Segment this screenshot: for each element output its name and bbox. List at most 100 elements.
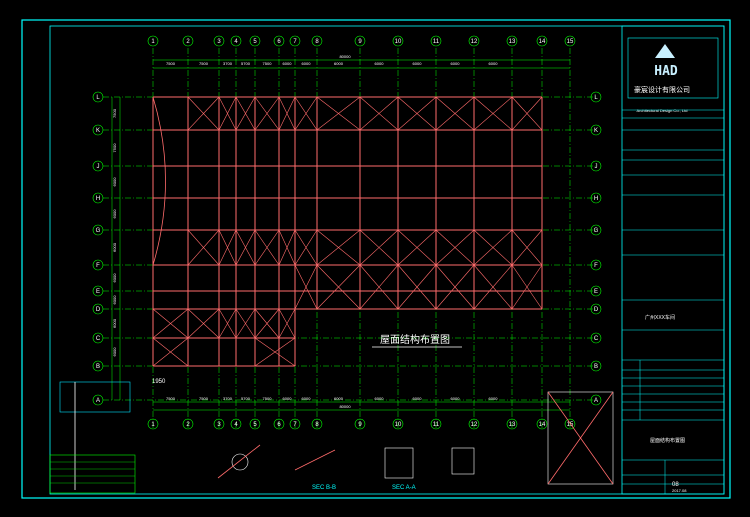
col-axis-bubble	[564, 35, 576, 47]
left-dim-text: 7500	[112, 108, 117, 118]
x-brace	[473, 264, 513, 310]
row-axis-bubble	[590, 332, 602, 344]
col-axis-bubble	[182, 35, 194, 47]
bottom-dim-text: 6000	[334, 396, 344, 401]
col-axis-bubble	[468, 418, 480, 430]
col-axis-bubble	[249, 35, 261, 47]
x-brace	[278, 308, 296, 339]
row-axis-label: E	[96, 289, 100, 295]
x-brace	[235, 96, 256, 131]
x-brace	[473, 229, 513, 266]
row-axis-bubble	[590, 124, 602, 136]
row-axis-bubble	[92, 192, 104, 204]
left-dim-text: 6000	[112, 177, 117, 187]
bottom-dim-text: 6000	[451, 396, 461, 401]
row-axis-bubble	[590, 160, 602, 172]
bottom-dim-text: 6000	[375, 396, 385, 401]
row-axis-bubble	[590, 192, 602, 204]
col-axis-label: 15	[567, 39, 574, 45]
top-dim-text: 6000	[334, 61, 344, 66]
left-dim-text: 6000	[112, 318, 117, 328]
row-axis-label: D	[594, 307, 599, 313]
title-block-drawing-name: 屋面结构布置图	[650, 437, 685, 444]
x-brace	[435, 229, 475, 266]
row-axis-bubble	[590, 303, 602, 315]
x-brace	[511, 264, 543, 310]
x-brace	[187, 96, 220, 131]
col-axis-label: 4	[234, 422, 238, 428]
row-axis-bubble	[92, 394, 104, 406]
col-axis-label: 7	[293, 39, 297, 45]
x-brace	[218, 229, 237, 266]
col-axis-bubble	[430, 35, 442, 47]
x-brace	[254, 337, 296, 367]
col-axis-label: 3	[217, 39, 221, 45]
x-brace	[152, 308, 189, 339]
top-dim-text: 6000	[451, 61, 461, 66]
x-brace	[218, 308, 237, 339]
sheet-number: 08	[672, 482, 679, 488]
row-axis-label: J	[595, 164, 598, 170]
col-axis-label: 12	[471, 39, 478, 45]
top-dim-text: 5700	[241, 61, 251, 66]
col-axis-bubble	[392, 35, 404, 47]
row-axis-bubble	[590, 360, 602, 372]
x-brace	[254, 308, 280, 339]
col-axis-label: 8	[315, 39, 319, 45]
col-axis-label: 14	[539, 422, 546, 428]
row-axis-label: D	[96, 307, 101, 313]
row-axis-label: J	[97, 164, 100, 170]
col-axis-label: 9	[358, 39, 362, 45]
x-brace	[218, 96, 237, 131]
left-dim-text: 6000	[112, 295, 117, 305]
col-axis-label: 10	[395, 422, 402, 428]
detail-label-b: SEC B-B	[312, 485, 336, 491]
bottom-dim-text: 7500	[263, 396, 273, 401]
col-axis-label: 2	[186, 39, 190, 45]
logo-text: HAD	[654, 64, 678, 79]
overall-dim-text: 80000	[339, 404, 351, 409]
x-brace	[278, 96, 296, 131]
col-axis-label: 4	[234, 39, 238, 45]
top-dim-text: 3700	[223, 61, 233, 66]
col-axis-bubble	[273, 35, 285, 47]
col-axis-bubble	[468, 35, 480, 47]
row-axis-bubble	[590, 259, 602, 271]
col-axis-label: 5	[253, 39, 257, 45]
top-dim-text: 6000	[302, 61, 312, 66]
x-brace	[316, 264, 361, 310]
col-axis-label: 11	[433, 39, 440, 45]
x-brace	[473, 96, 513, 131]
col-axis-label: 1	[151, 422, 155, 428]
brace-detail-frame	[547, 391, 614, 485]
x-brace	[397, 96, 437, 131]
col-axis-bubble	[182, 418, 194, 430]
company-name-cn: 豪宸设计有限公司	[634, 85, 690, 94]
col-axis-bubble	[289, 418, 301, 430]
row-axis-bubble	[92, 224, 104, 236]
row-axis-bubble	[92, 303, 104, 315]
bottom-dim-text: 7500	[199, 396, 209, 401]
col-axis-bubble	[230, 418, 242, 430]
row-axis-bubble	[92, 360, 104, 372]
row-axis-bubble	[92, 259, 104, 271]
x-brace	[294, 264, 318, 310]
col-axis-bubble	[392, 418, 404, 430]
x-brace	[435, 96, 475, 131]
x-brace	[294, 229, 318, 266]
col-axis-label: 6	[277, 422, 281, 428]
row-axis-label: E	[594, 289, 598, 295]
left-dim-text: 6000	[112, 273, 117, 283]
col-axis-label: 15	[567, 422, 574, 428]
x-brace	[316, 229, 361, 266]
col-axis-label: 7	[293, 422, 297, 428]
bottom-dim-text: 6000	[413, 396, 423, 401]
col-axis-label: 1	[151, 39, 155, 45]
row-axis-bubble	[590, 91, 602, 103]
col-axis-label: 14	[539, 39, 546, 45]
bottom-dim-text: 3700	[223, 396, 233, 401]
x-brace	[511, 229, 543, 266]
x-brace	[152, 337, 189, 367]
col-axis-label: 9	[358, 422, 362, 428]
row-axis-bubble	[92, 285, 104, 297]
